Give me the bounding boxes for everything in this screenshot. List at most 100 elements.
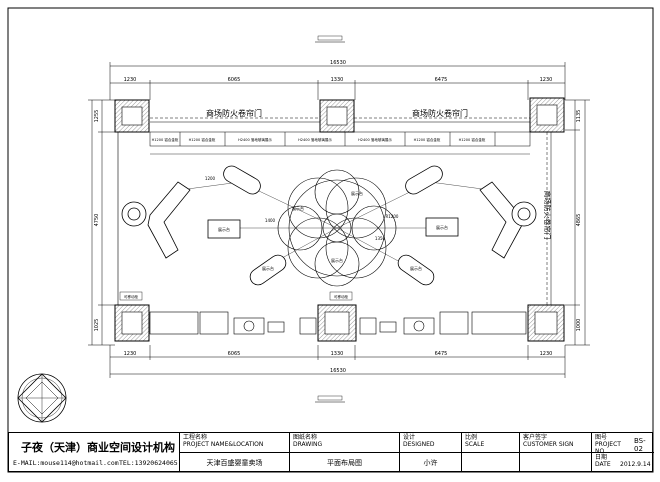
dimension-left — [88, 99, 115, 346]
client-label-cn: 客户签字 — [523, 434, 548, 441]
divider — [400, 452, 461, 453]
dim-top-5: 1230 — [540, 77, 553, 83]
company-logo — [17, 373, 67, 423]
company-email: E-MAIL:mouse114@hotmail.com — [13, 459, 119, 467]
movable-cabinet-label-middle: 可移动柜 — [334, 294, 348, 299]
date-label-cn: 日期 — [595, 454, 608, 461]
date-label-en: DATE — [595, 461, 611, 468]
radius-label-3: 1350 — [375, 236, 386, 241]
dimension-right — [565, 99, 590, 346]
bottom-labels-boxes — [119, 291, 353, 301]
divider — [520, 452, 591, 453]
designer-label-cn: 设计 — [403, 434, 416, 441]
designer-value: 小许 — [423, 459, 438, 467]
display-table-upper-right — [405, 165, 443, 195]
dim-left-1: 1255 — [94, 110, 100, 123]
dim-top-4: 6475 — [435, 77, 448, 83]
dim-left-2: 4750 — [94, 214, 100, 227]
display-label-right: 展示台 — [436, 224, 448, 230]
fire-shutter-label-left: 商场防火卷帘门 — [206, 108, 262, 118]
dim-bottom-5: 1230 — [540, 351, 553, 357]
dim-left-3: 1025 — [94, 319, 100, 332]
column-bottom-left — [114, 304, 150, 342]
display-label-lower-left: 展示台 — [262, 265, 274, 271]
scale-label-cn: 比例 — [465, 434, 478, 441]
fire-shutter-label-right: 商场防火卷帘门 — [412, 108, 468, 118]
radius-label-4: 1200 — [205, 176, 216, 181]
fire-shutter-label-side: 商场防火卷帘门 — [543, 191, 552, 240]
divider — [290, 452, 399, 453]
dim-bottom-3: 1330 — [331, 351, 344, 357]
column-bottom-right — [527, 304, 565, 342]
number-label-en: PROJECT NO. — [595, 441, 621, 455]
number-label-cn: 图号 — [595, 434, 608, 441]
drawing-label-cn: 图纸名称 — [293, 434, 318, 441]
dim-right-3: 1000 — [576, 319, 582, 332]
cabinet-label-7: H1200 铝合金柜 — [459, 137, 486, 142]
display-table-mid-left — [207, 219, 241, 239]
scale-label-en: SCALE — [465, 441, 485, 448]
cabinet-label-1: H1200 铝合金柜 — [152, 137, 179, 142]
scale-marker-top — [315, 35, 345, 43]
counter-right — [479, 181, 537, 259]
divider — [592, 452, 654, 453]
dimension-top — [109, 62, 566, 100]
cabinet-label-6: H1200 铝合金柜 — [414, 137, 441, 142]
dim-top-3: 1330 — [331, 77, 344, 83]
dim-bottom-4: 6475 — [435, 351, 448, 357]
designer-label-en: DESIGNED — [403, 441, 435, 448]
drawing-value: 平面布局图 — [327, 459, 362, 467]
display-table-lower-left — [249, 254, 287, 286]
divider — [180, 452, 289, 453]
display-label-center-1: 展示台 — [292, 205, 304, 211]
cabinet-label-2: H1200 铝合金柜 — [189, 137, 216, 142]
dim-bottom-2: 6065 — [228, 351, 241, 357]
client-label-en: CUSTOMER SIGN — [523, 441, 574, 448]
counter-left — [121, 181, 191, 259]
display-label-center-2: 展示台 — [351, 190, 363, 196]
radius-label-1: R1200 — [386, 214, 399, 219]
company-tel: TEL:13920624065 — [119, 459, 178, 467]
radius-label-2: 1400 — [265, 218, 276, 223]
dim-top-2: 6065 — [228, 77, 241, 83]
display-label-center-3: 展示台 — [331, 257, 343, 263]
dim-bottom-1: 1230 — [124, 351, 137, 357]
display-table-lower-right — [397, 254, 435, 286]
number-value: BS-02 — [634, 437, 646, 453]
display-label-left: 展示台 — [218, 226, 230, 232]
cabinet-label-4: H2400 落地玻璃展示 — [298, 137, 332, 142]
column-top-right — [529, 97, 565, 133]
dim-top-total: 16530 — [330, 60, 346, 66]
display-table-mid-right — [425, 217, 459, 237]
company-name: 子夜（天津）商业空间设计机构 — [21, 441, 175, 454]
movable-cabinet-label-left: 可移动柜 — [124, 294, 138, 299]
project-label-cn: 工程名称 — [183, 434, 208, 441]
project-label-en: PROJECT NAME&LOCATION — [183, 441, 264, 448]
display-label-lower-right: 展示台 — [410, 265, 422, 271]
display-table-upper-left — [223, 165, 261, 195]
column-bottom-middle — [317, 304, 357, 342]
sheet-border — [7, 7, 654, 473]
drawing-label-en: DRAWING — [293, 441, 323, 448]
column-top-middle — [319, 99, 355, 133]
cabinet-label-5: H2400 落地玻璃展示 — [358, 137, 392, 142]
dim-right-2: 4865 — [576, 214, 582, 227]
dim-top-1: 1230 — [124, 77, 137, 83]
dim-bottom-total: 16530 — [330, 368, 346, 374]
project-value: 天津百盛婴童卖场 — [206, 459, 263, 467]
dimension-bottom — [109, 345, 566, 378]
fire-shutter-right — [546, 132, 552, 305]
date-value: 2012.9.14 — [620, 461, 651, 468]
scale-marker-bottom — [315, 395, 345, 403]
cabinet-row-top — [149, 131, 531, 147]
column-top-left — [114, 99, 150, 133]
cabinet-label-3: H2400 落地玻璃展示 — [238, 137, 272, 142]
